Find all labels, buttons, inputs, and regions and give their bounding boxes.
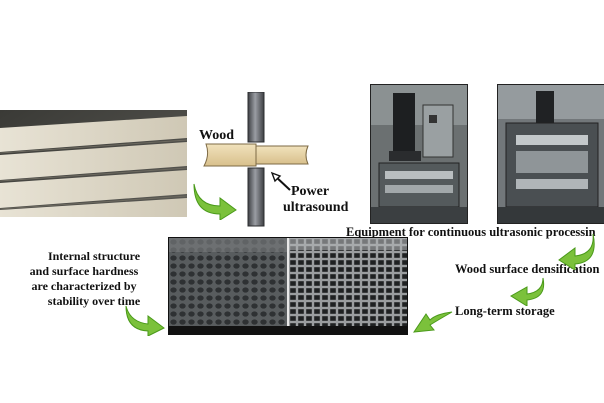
equipment-photo-1 bbox=[370, 84, 468, 224]
curved-arrow-icon bbox=[558, 233, 595, 270]
storage-label: Long-term storage bbox=[455, 304, 555, 318]
characterized-line-3: are characterized by bbox=[31, 279, 137, 293]
curved-arrow-icon bbox=[193, 183, 237, 220]
curved-arrow-icon bbox=[125, 305, 165, 336]
ultrasound-schematic bbox=[200, 92, 310, 232]
characterized-line-4: stability over time bbox=[47, 294, 141, 308]
wood-boards-photo bbox=[0, 110, 187, 217]
curved-arrow-icon bbox=[412, 311, 453, 333]
power-label: Power bbox=[291, 184, 330, 199]
pointer-arrow-icon bbox=[270, 171, 291, 191]
ultrasound-label: ultrasound bbox=[283, 200, 349, 215]
characterized-line-2: and surface hardness bbox=[29, 264, 139, 278]
wood-label: Wood bbox=[199, 128, 235, 143]
characterized-line-1: Internal structure bbox=[47, 249, 141, 263]
equipment-photo-2 bbox=[497, 84, 604, 224]
curved-arrow-icon bbox=[510, 277, 545, 306]
sem-micrograph bbox=[168, 237, 408, 335]
equipment-label: Equipment for continuous ultrasonic proc… bbox=[346, 225, 596, 239]
densification-label: Wood surface densification bbox=[455, 262, 600, 276]
